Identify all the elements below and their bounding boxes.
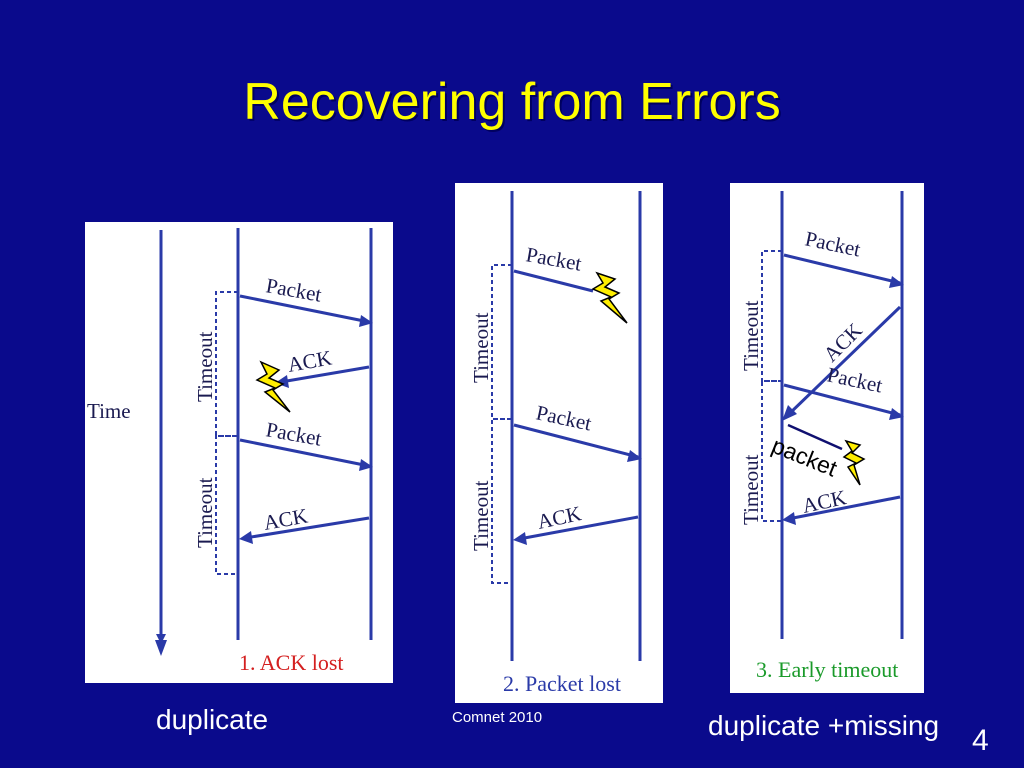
ack-label-1: ACK <box>819 318 867 366</box>
timeout-bracket-1 <box>491 264 512 420</box>
diagram-early-timeout: Timeout Timeout Packet ACK Packet ACK 3.… <box>730 183 924 693</box>
lightning-icon <box>591 271 628 324</box>
timeout-bracket-2 <box>215 435 238 575</box>
timeout-label-2: Timeout <box>193 477 217 548</box>
packet-arrow-1 <box>783 253 901 285</box>
lost-packet-arrow <box>787 423 843 451</box>
diagram-early-timeout-svg: Timeout Timeout Packet ACK Packet ACK 3.… <box>739 191 904 682</box>
page-number: 4 <box>972 724 989 757</box>
timeout-label-2: Timeout <box>469 480 493 551</box>
packet-label-1: Packet <box>524 242 583 275</box>
time-axis-arrowhead <box>155 640 167 656</box>
ack-arrow-1 <box>786 305 902 417</box>
timeout-label-1: Timeout <box>469 312 493 383</box>
timeout-bracket-2 <box>491 418 512 584</box>
packet-arrow-1 <box>239 294 370 324</box>
ack-arrow-lost <box>280 365 370 384</box>
timeout-bracket-1 <box>215 291 238 437</box>
ack-label-2: ACK <box>800 485 848 518</box>
packet-arrowhead-1 <box>889 276 904 288</box>
footer-text: Comnet 2010 <box>452 709 543 726</box>
diagram-ack-lost-svg: Time Timeout Timeout Packet ACK Packet A… <box>87 228 373 675</box>
ack-arrow-2 <box>787 495 901 521</box>
scenario-label: 3. Early timeout <box>756 657 898 682</box>
ack-arrowhead <box>513 532 527 545</box>
slide-title: Recovering from Errors <box>243 73 781 131</box>
scenario-label: 2. Packet lost <box>503 671 621 696</box>
packet-label-2: Packet <box>825 362 885 397</box>
ack-label-1: ACK <box>286 346 334 377</box>
timeout-bracket-2 <box>761 380 782 522</box>
packet-arrow-2 <box>239 438 370 468</box>
diagram-ack-lost: Time Timeout Timeout Packet ACK Packet A… <box>85 222 393 683</box>
ack-arrowhead-lost <box>275 375 289 388</box>
scenario-label: 1. ACK lost <box>239 650 344 675</box>
caption-duplicate: duplicate <box>156 704 269 735</box>
ack-arrow-2 <box>244 516 370 540</box>
timeout-label-1: Timeout <box>193 331 217 402</box>
packet-arrowhead-1 <box>359 315 373 327</box>
packet-arrow-2 <box>783 383 901 417</box>
timeout-bracket-1 <box>761 250 782 382</box>
time-label: Time <box>87 399 131 423</box>
packet-arrowhead-2 <box>359 459 373 471</box>
timeout-label-2: Timeout <box>739 454 763 525</box>
lightning-icon <box>842 439 866 486</box>
timeout-label-1: Timeout <box>739 300 763 371</box>
diagram-packet-lost-svg: Timeout Timeout Packet Packet ACK 2. Pac… <box>469 191 642 696</box>
ack-arrow <box>518 515 639 541</box>
ack-arrowhead-2 <box>782 512 796 525</box>
diagram-packet-lost: Timeout Timeout Packet Packet ACK 2. Pac… <box>455 183 663 703</box>
ack-arrowhead-2 <box>239 531 253 544</box>
packet-arrow-2 <box>513 423 639 459</box>
packet-arrow-lost <box>513 269 594 293</box>
packet-arrowhead-2 <box>889 408 904 420</box>
lightning-icon <box>255 360 291 413</box>
ack-arrowhead-1 <box>782 405 797 421</box>
packet-label-2: Packet <box>534 400 594 435</box>
packet-arrowhead-2 <box>627 450 642 462</box>
caption-duplicate-missing: duplicate +missing <box>708 710 940 741</box>
packet-label-1: Packet <box>803 226 863 261</box>
